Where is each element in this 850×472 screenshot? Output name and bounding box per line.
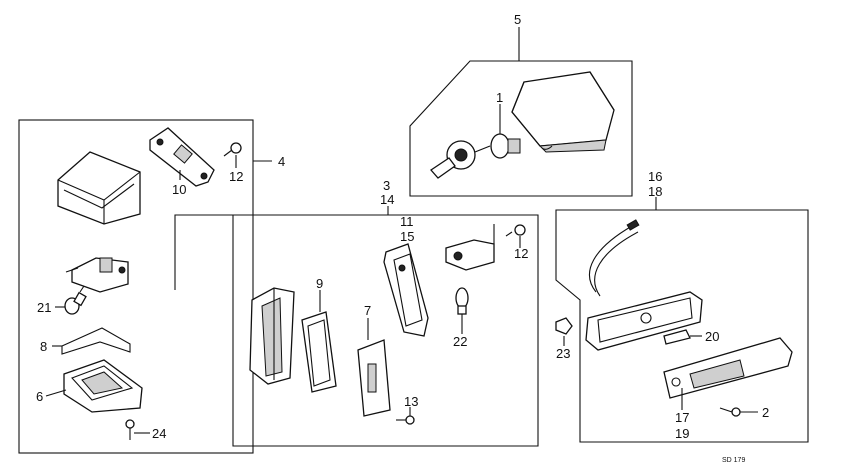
callout-21: 21 <box>37 300 51 315</box>
group-frame-3 <box>232 214 539 447</box>
socket-part-5 <box>430 140 491 179</box>
callout-20: 20 <box>705 329 719 344</box>
callout-23: 23 <box>556 346 570 361</box>
callout-16: 16 <box>648 169 662 184</box>
callout-24: 24 <box>152 426 166 441</box>
screw-part-12-right <box>505 224 526 237</box>
screw-part-2 <box>719 407 741 417</box>
bulb-part-20 <box>663 329 691 345</box>
gasket-part-9 <box>301 311 337 393</box>
lens-part-17 <box>663 337 793 399</box>
callout-14: 14 <box>380 192 394 207</box>
leader-lines <box>45 27 758 434</box>
bracket-part-10 <box>149 127 215 187</box>
nut-part-23 <box>555 317 573 335</box>
callout-6: 6 <box>36 389 43 404</box>
callout-5: 5 <box>514 12 521 27</box>
group-frame-3-lead <box>174 206 389 290</box>
callout-4: 4 <box>278 154 285 169</box>
callout-2: 2 <box>762 405 769 420</box>
wire-part-8 <box>61 327 131 355</box>
callout-7: 7 <box>364 303 371 318</box>
callout-12-left: 12 <box>229 169 243 184</box>
screw-part-24 <box>125 419 135 440</box>
group-frame-5 <box>409 60 633 197</box>
callout-10: 10 <box>172 182 186 197</box>
screw-part-13 <box>396 415 415 425</box>
housing-part-11 <box>383 243 429 337</box>
socket-holder-part-15 <box>445 224 495 271</box>
callout-22: 22 <box>453 334 467 349</box>
callout-1: 1 <box>496 90 503 105</box>
housing-part-6 <box>63 359 143 413</box>
screw-part-12-left <box>223 142 242 157</box>
bulb-part-21 <box>64 291 87 315</box>
housing-lamp-part-5 <box>511 71 615 153</box>
callout-15: 15 <box>400 229 414 244</box>
diagram-code: SD 179 <box>722 457 745 464</box>
housing-part-16 <box>585 291 703 351</box>
callout-12-right: 12 <box>514 246 528 261</box>
lens-part-3 <box>249 287 295 385</box>
plate-part-7 <box>357 339 391 417</box>
callout-11: 11 <box>400 214 414 229</box>
callout-3: 3 <box>383 178 390 193</box>
callout-8: 8 <box>40 339 47 354</box>
callout-9: 9 <box>316 276 323 291</box>
group-frame-4 <box>18 119 254 454</box>
group-frame-16 <box>555 209 809 443</box>
lens-cover-part-4 <box>57 151 141 225</box>
socket-bracket-part-4 <box>65 257 129 293</box>
callout-19: 19 <box>675 426 689 441</box>
bulb-part-1 <box>490 116 521 159</box>
callout-13: 13 <box>404 394 418 409</box>
callout-17: 17 <box>675 410 689 425</box>
callout-18: 18 <box>648 184 662 199</box>
bulb-part-22 <box>455 287 469 315</box>
wire-harness-part-16 <box>588 219 640 297</box>
